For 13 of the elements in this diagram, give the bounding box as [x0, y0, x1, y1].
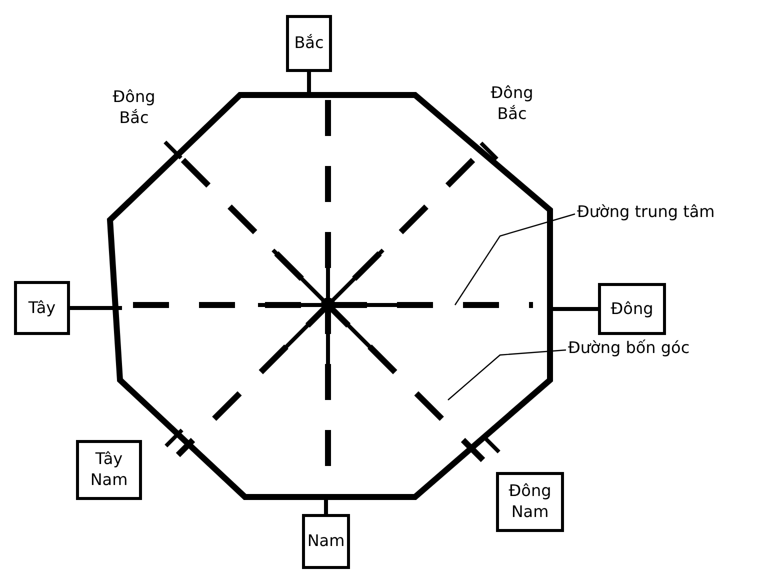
leader-line: [448, 349, 566, 400]
direction-box: Tây: [14, 281, 70, 335]
direction-box: Đông: [598, 283, 666, 335]
direction-label: Đường bốn góc: [568, 338, 690, 358]
direction-label: Đông Bắc: [112, 87, 156, 129]
direction-box: Nam: [302, 514, 350, 569]
direction-box: Đông Nam: [496, 472, 564, 532]
direction-box: Tây Nam: [76, 440, 142, 500]
direction-label: Đường trung tâm: [577, 202, 715, 222]
direction-box: Bắc: [286, 15, 332, 72]
direction-label: Đông Bắc: [490, 83, 534, 125]
tick-line: [70, 306, 122, 310]
leader-line: [454, 213, 576, 306]
